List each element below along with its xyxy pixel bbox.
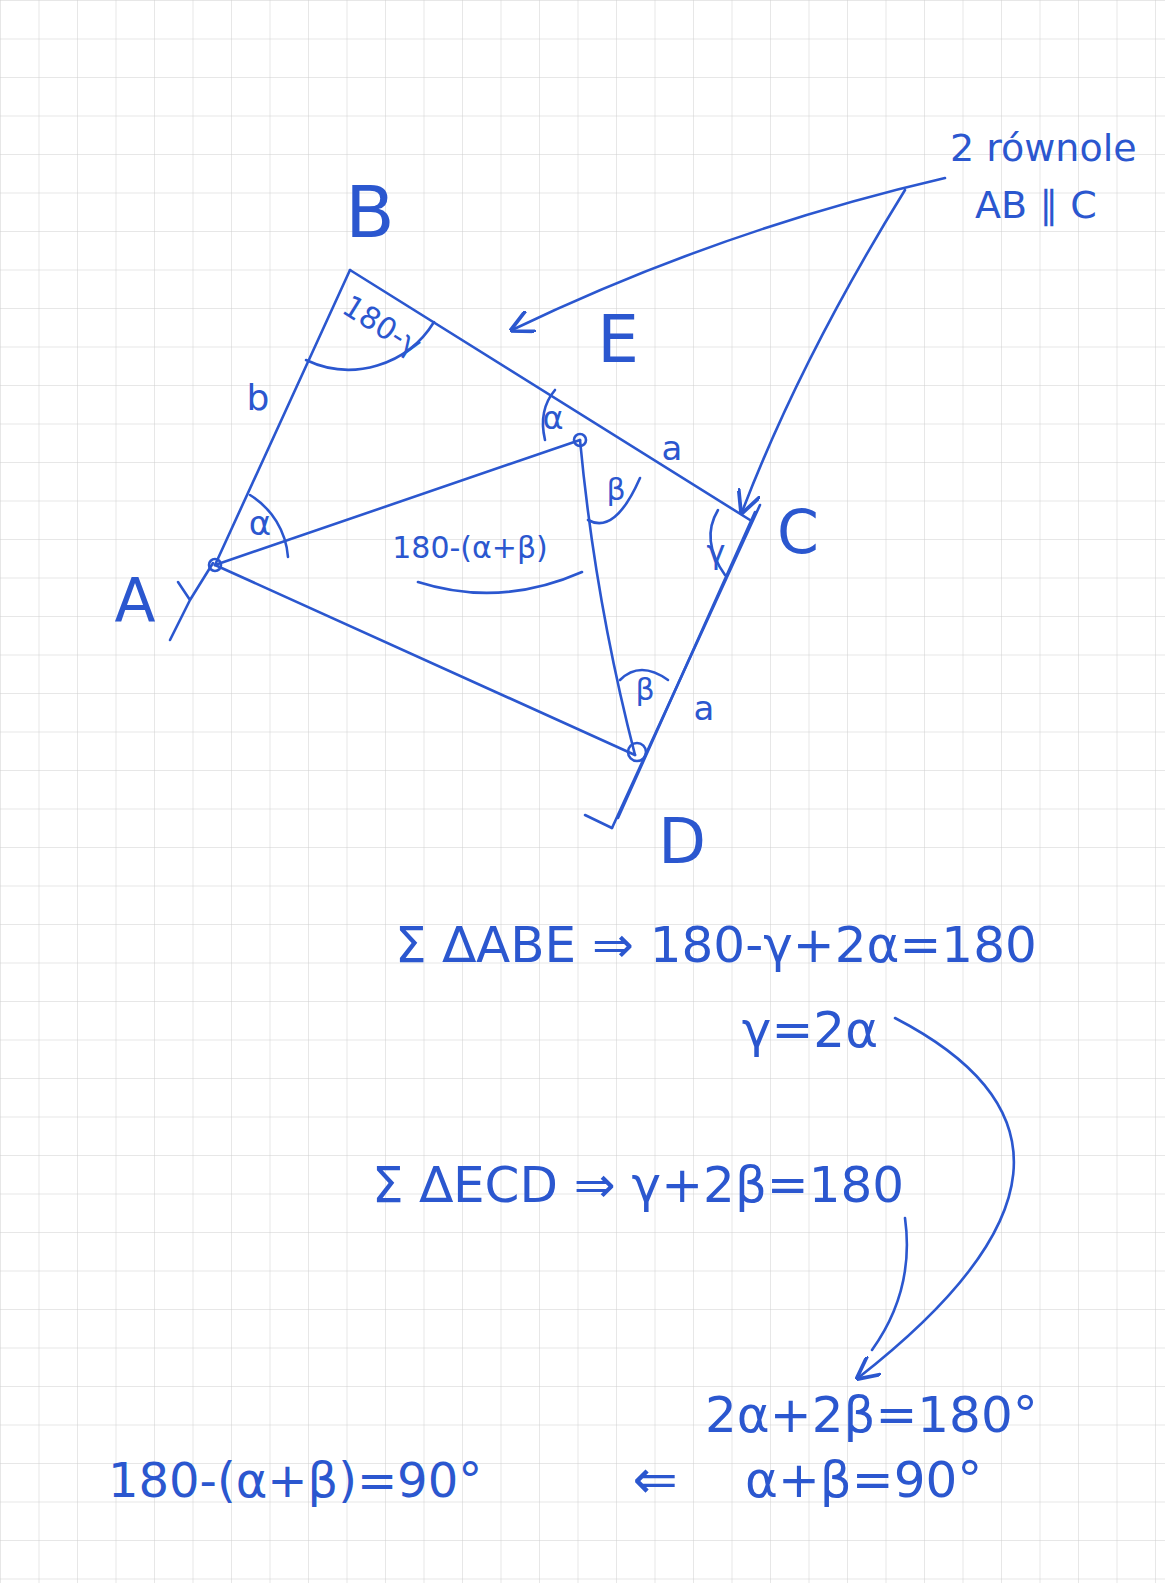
sketch-label: a	[694, 691, 715, 725]
sketch-label: 180-(α+β)	[392, 533, 548, 563]
sketch-label: AB ∥ C	[975, 186, 1097, 224]
segment-ed	[580, 440, 635, 755]
point	[574, 434, 586, 446]
sketch-label: 2 równole	[950, 129, 1137, 167]
sketch-label: D	[658, 811, 706, 873]
parallel-mark	[170, 563, 213, 640]
sketch-label: α	[542, 402, 563, 434]
sketch-label: β	[606, 475, 625, 505]
sketch-label: 180-(α+β)=90°	[108, 1456, 482, 1504]
sketch-label: ⇐	[632, 1453, 677, 1507]
sketch-label: α+β=90°	[745, 1455, 982, 1505]
sketch-label: γ=2α	[742, 1005, 878, 1055]
segment-cd-double	[618, 512, 755, 818]
sketch-label: γ	[707, 536, 726, 568]
segment-ab	[215, 270, 350, 565]
implication-arrow	[872, 1218, 907, 1350]
sketch-label: Σ ∆ECD ⇒ γ+2β=180	[372, 1160, 904, 1210]
sketch-label: 2α+2β=180°	[705, 1390, 1038, 1440]
sketch-label: A	[114, 570, 155, 630]
segment-ae	[215, 440, 580, 565]
sketch-label: C	[777, 502, 819, 562]
callout-arrow	[742, 190, 905, 512]
segment-cd	[612, 505, 760, 828]
parallel-mark	[585, 815, 612, 828]
sketch-label: B	[345, 176, 394, 248]
sketch-label: b	[247, 380, 270, 416]
sketch-label: E	[597, 307, 639, 373]
sketch-label: Σ ∆ABE ⇒ 180-γ+2α=180	[395, 920, 1037, 970]
sketch-label: a	[662, 431, 683, 465]
point	[628, 743, 646, 761]
sketch-label: β	[635, 675, 654, 705]
segment-ad	[215, 565, 635, 755]
point	[209, 559, 221, 571]
sketch-label: α	[249, 506, 271, 540]
callout-arrow	[512, 178, 945, 330]
segment-bc	[350, 270, 750, 520]
angle-arc	[418, 572, 582, 593]
